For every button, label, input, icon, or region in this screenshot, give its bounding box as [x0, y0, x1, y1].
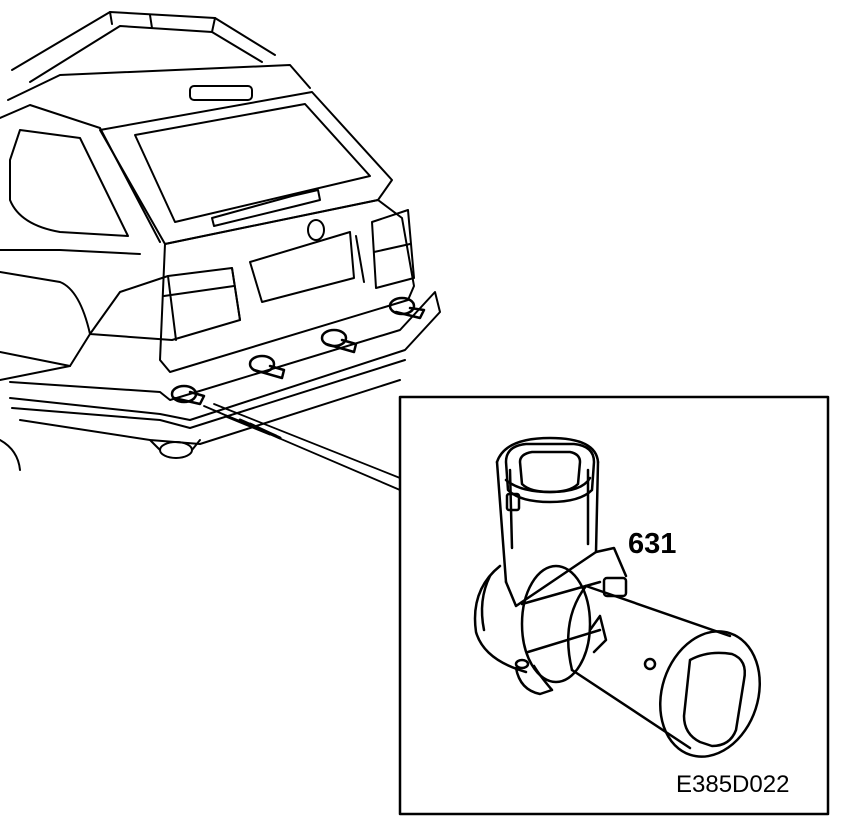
sensor-hole	[643, 657, 657, 671]
roof-rail	[11, 11, 276, 83]
brake-light	[189, 85, 253, 101]
rear-bumper	[9, 291, 441, 421]
tailgate	[159, 199, 415, 373]
bumper-sensor	[170, 384, 206, 406]
rear-wiper	[211, 189, 321, 227]
connector-tip	[504, 442, 596, 504]
sensor-head	[570, 584, 732, 750]
rear-window	[99, 91, 393, 245]
licence-plate-recess	[249, 231, 355, 303]
side-window	[9, 129, 129, 237]
mounting-ring	[520, 564, 592, 684]
bumper-sensor	[388, 296, 426, 320]
sensing-face	[658, 630, 762, 758]
bumper-sensors	[170, 296, 426, 406]
detail-frame	[398, 395, 830, 816]
leader-lines	[203, 403, 401, 491]
part-number-label: 631	[628, 528, 677, 560]
bumper-sensor	[248, 354, 286, 380]
parking-sensor-detail	[473, 436, 762, 758]
car-rear-view	[0, 11, 441, 471]
tail-light-right	[371, 209, 415, 289]
exhaust-pipe	[159, 441, 193, 459]
tail-light-left	[89, 267, 241, 341]
badge	[307, 219, 325, 241]
bumper-sensor	[320, 328, 358, 354]
figure-code: E385D022	[676, 771, 790, 798]
